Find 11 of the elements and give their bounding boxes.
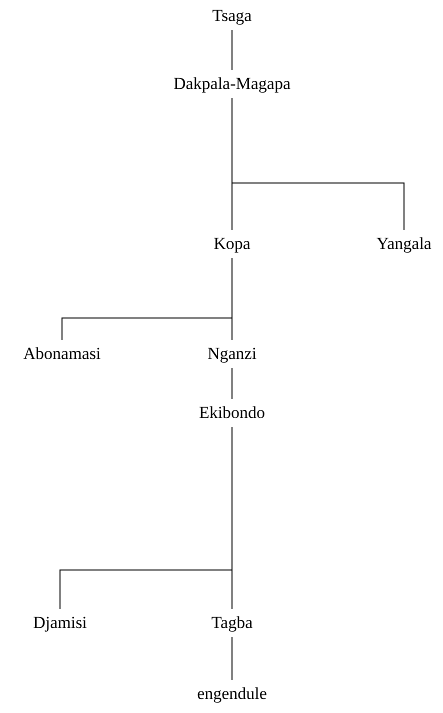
name-label: Djamisi <box>33 613 87 633</box>
name-label: Ekibondo <box>198 403 266 423</box>
name-label: engendule <box>197 684 267 704</box>
name-label: Abonamasi <box>23 344 101 364</box>
name-label: Tagba <box>211 613 253 633</box>
name-label: Yangala <box>376 234 432 254</box>
name-label: Kopa <box>214 234 250 254</box>
name-label: Nganzi <box>207 344 257 364</box>
connector-line <box>232 98 404 230</box>
name-label: Tsaga <box>212 6 252 26</box>
name-label: Dakpala-Magapa <box>173 74 291 94</box>
